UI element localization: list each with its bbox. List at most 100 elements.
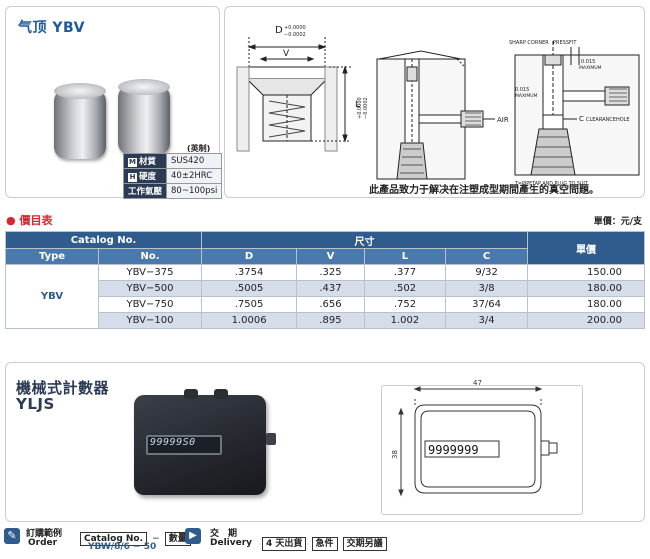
counter-device-image: 99999S0 — [134, 389, 276, 495]
cell-price: 180.00 — [527, 280, 645, 297]
header-dims: 尺寸 — [201, 231, 528, 249]
c-label: C — [579, 115, 584, 123]
spec-key: 硬度 — [139, 172, 157, 182]
device-side-plunger — [266, 433, 276, 445]
dim-l-tol-plus: +0.0000 — [357, 97, 363, 119]
drawing-panel: D +0.0000 −0.0002 V L +0.0000 −0.0002 AI… — [224, 6, 645, 198]
device-top-button — [184, 389, 198, 399]
cell-c: 3/8 — [445, 280, 528, 297]
cell-no: YBV−100 — [98, 312, 202, 329]
header-d: D — [200, 248, 298, 265]
order-example: YBW/8/6 − 50 — [88, 542, 157, 552]
order-format: Catalog No. − 數量 — [80, 526, 191, 546]
cell-v: .325 — [296, 264, 365, 281]
cell-l: 1.002 — [363, 312, 447, 329]
dim-height-label: 38 — [391, 450, 399, 459]
days-box: 4 天出貨 — [262, 537, 307, 551]
max-top-value: 0.015 — [581, 59, 595, 65]
price-table: Catalog No. 尺寸 單價 Type No. D V L C YBV Y… — [5, 231, 645, 329]
header-price: 單價 — [527, 231, 645, 265]
max-side-value: 0.015 — [515, 87, 529, 93]
vent-cylinder-image-right — [118, 79, 170, 155]
cell-c: 9/32 — [445, 264, 528, 281]
order-label-en: Order — [28, 538, 58, 548]
delivery-label-en: Delivery — [210, 538, 253, 548]
cell-no: YBV−750 — [98, 296, 202, 313]
cell-price: 180.00 — [527, 296, 645, 313]
pressfit-label: PRESSFIT — [553, 40, 577, 46]
urgent-box: 急件 — [311, 537, 338, 551]
spec-key: 材質 — [139, 157, 157, 167]
table-row: YBV−500 .5005 .437 .502 3/8 180.00 — [6, 280, 645, 297]
header-no: No. — [98, 248, 202, 265]
order-label-cn: 訂購範例 — [26, 529, 63, 539]
spec-badge: M — [128, 158, 137, 167]
type-cell: YBV — [5, 264, 99, 329]
bullet-icon: ● — [6, 214, 16, 227]
installation-drawing — [376, 50, 495, 180]
pipetap-label: T=PIPETAP AND PLUG TO SUIT — [514, 181, 588, 187]
cell-l: .502 — [363, 280, 447, 297]
table-row: YBV−100 1.0006 .895 1.002 3/4 200.00 — [6, 312, 645, 329]
price-unit: 單價：元/支 — [593, 217, 642, 227]
header-type: Type — [5, 248, 99, 265]
counter-title-en: YLJS — [16, 395, 55, 413]
spec-value: 40±2HRC — [166, 168, 223, 184]
vent-dimension-drawing — [236, 37, 351, 152]
dim-width-label: 47 — [473, 379, 482, 387]
cell-no: YBV−375 — [98, 264, 202, 281]
delivery-label-cn: 交 期 — [210, 529, 238, 539]
dim-d-tol-plus: +0.0000 — [284, 25, 306, 31]
cell-no: YBV−500 — [98, 280, 202, 297]
dim-v-label: V — [283, 49, 290, 59]
header-l: L — [363, 248, 447, 265]
detail-drawing — [514, 41, 640, 176]
cell-v: .437 — [296, 280, 365, 297]
table-row: YBV−750 .7505 .656 .752 37/64 180.00 — [6, 296, 645, 313]
air-label: AIR — [497, 116, 509, 124]
cell-l: .377 — [363, 264, 447, 281]
cell-l: .752 — [363, 296, 447, 313]
clearance-label: CLEARANCEHOLE — [586, 117, 630, 123]
spec-note: (英制) — [187, 144, 211, 153]
dim-d-label: D — [275, 25, 283, 36]
dash: − — [152, 534, 160, 544]
header-c: C — [445, 248, 528, 265]
table-row: YBV YBV−375 .3754 .325 .377 9/32 150.00 — [5, 264, 645, 329]
drawing-digits: 9999999 — [428, 443, 479, 457]
cell-price: 150.00 — [527, 264, 645, 281]
sharp-corner-label: SHARP CORNER — [509, 40, 549, 46]
cell-c: 3/4 — [445, 312, 528, 329]
spec-value: 80~100psi — [166, 183, 223, 199]
delivery-options: 4 天出貨 急件 交期另議 — [262, 531, 387, 551]
dim-d-tol-minus: −0.0002 — [284, 32, 306, 38]
header-v: V — [296, 248, 365, 265]
max-top-label: MAXIMUM — [579, 65, 602, 71]
dim-l-tol-minus: −0.0002 — [363, 97, 369, 119]
vent-cylinder-image-left — [54, 83, 106, 159]
spec-row: 工作氣壓 80~100psi — [122, 183, 223, 199]
header-catalog: Catalog No. — [5, 231, 202, 249]
order-icon: ✎ — [4, 528, 20, 544]
drawing-caption: 此產品致力于解决在注塑成型期間產生的真空問題。 — [369, 185, 599, 196]
separate-box: 交期另議 — [342, 537, 387, 551]
cell-price: 200.00 — [527, 312, 645, 329]
counter-panel: 機械式計數器 YLJS 99999S0 47 38 9999999 — [5, 362, 645, 522]
product-title: 气顶 YBV — [18, 20, 85, 36]
cell-d: .5005 — [200, 280, 298, 297]
max-side-label: MAXIMUM — [515, 93, 538, 99]
spec-value: SUS420 — [166, 153, 223, 169]
spec-key: 工作氣壓 — [128, 187, 163, 197]
spec-badge: H — [128, 173, 137, 182]
cell-d: .7505 — [200, 296, 298, 313]
cell-v: .895 — [296, 312, 365, 329]
technical-drawing: D +0.0000 −0.0002 V L +0.0000 −0.0002 AI… — [236, 25, 640, 187]
device-digits: 99999S0 — [150, 437, 196, 448]
cell-v: .656 — [296, 296, 365, 313]
cell-c: 37/64 — [445, 296, 528, 313]
counter-drawing: 47 38 9999999 — [391, 379, 558, 497]
